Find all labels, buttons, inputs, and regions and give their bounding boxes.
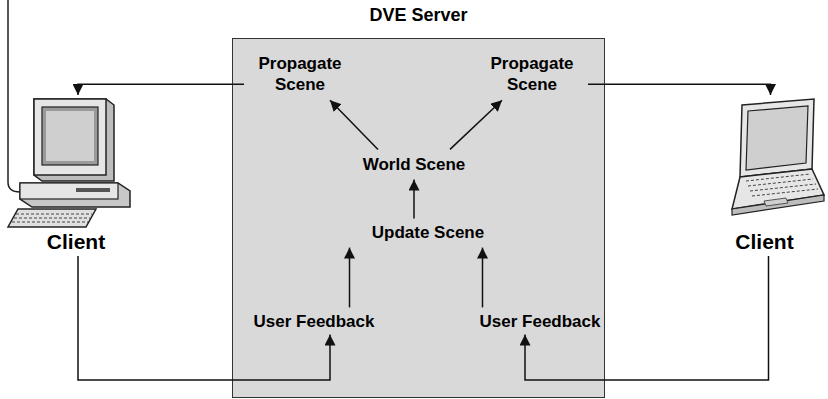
box-label: Update Scene <box>371 222 486 243</box>
client-label: Client <box>6 230 146 254</box>
process-box: World Scene <box>358 152 471 177</box>
flow-arrow <box>78 84 244 95</box>
server-box: DVE ServerPropagate ScenePropagate Scene… <box>232 38 605 398</box>
flow-arrow <box>482 248 484 308</box>
desktop-icon <box>6 95 146 230</box>
process-box: Propagate Scene <box>476 51 588 98</box>
process-box: User Feedback <box>249 309 380 334</box>
client-computer: Client <box>702 95 827 254</box>
box-label: User Feedback <box>253 311 376 332</box>
flow-arrow <box>450 100 502 149</box>
flow-arrow <box>330 100 378 149</box>
server-title: DVE Server <box>233 5 604 26</box>
box-label: Propagate Scene <box>480 53 584 96</box>
flow-arrow <box>349 248 351 308</box>
laptop-icon <box>702 95 827 230</box>
box-label: User Feedback <box>479 311 602 332</box>
process-box: User Feedback <box>475 309 606 334</box>
flow-arrow <box>525 256 769 380</box>
flow-arrow <box>413 180 415 219</box>
process-box: Propagate Scene <box>244 51 356 98</box>
process-box: Update Scene <box>367 220 490 245</box>
client-label: Client <box>702 230 827 254</box>
flow-arrow <box>588 84 771 95</box>
client-computer: Client <box>6 95 146 254</box>
cable-line <box>8 0 20 192</box>
flow-arrow <box>78 256 330 380</box>
box-label: Propagate Scene <box>248 53 352 96</box>
box-label: World Scene <box>362 154 467 175</box>
